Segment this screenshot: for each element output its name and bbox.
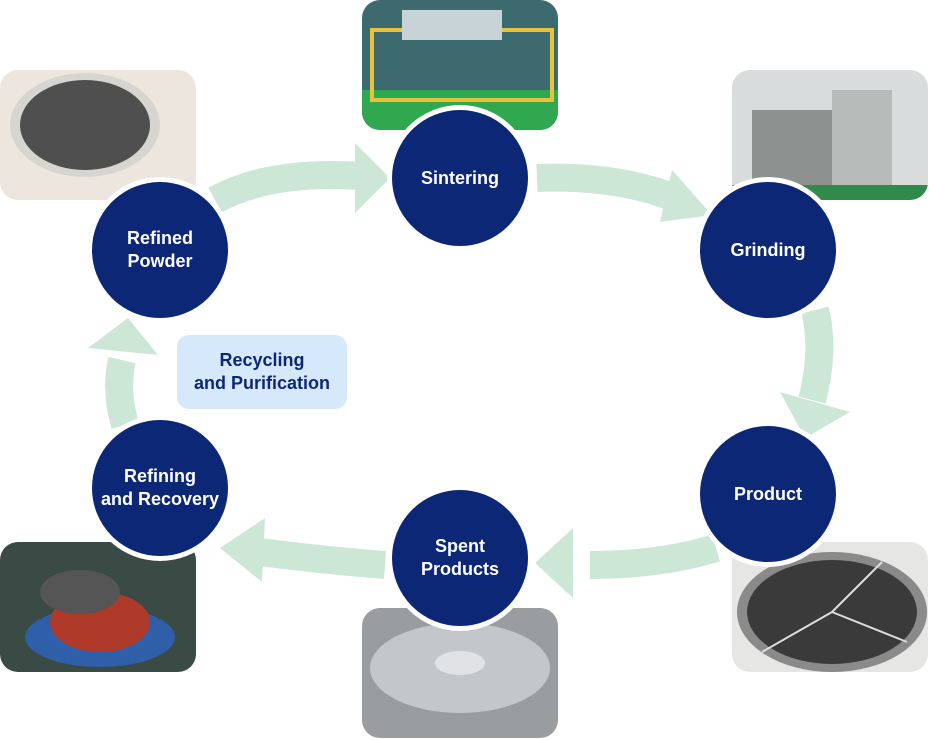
arrow-powder-to-sintering <box>208 161 361 213</box>
arrow-product-to-spent <box>589 534 721 579</box>
photo-product <box>732 542 928 672</box>
arrow-sintering-to-grinding <box>536 163 686 213</box>
step-product: Product <box>695 421 841 567</box>
arrow-grinding-to-product <box>798 306 834 404</box>
step-refining-and-recovery: Refining and Recovery <box>87 415 233 561</box>
arrow-refining-to-powder <box>105 356 139 429</box>
step-grinding: Grinding <box>695 177 841 323</box>
step-spent-products: Spent Products <box>387 485 533 631</box>
step-sintering: Sintering <box>387 105 533 251</box>
photo-refined-powder <box>0 70 196 200</box>
arrow-spent-to-refining <box>258 538 387 579</box>
center-label: Recycling and Purification <box>177 335 347 409</box>
photo-refining <box>0 542 196 672</box>
photo-spent-products <box>362 608 558 738</box>
step-refined-powder: Refined Powder <box>87 177 233 323</box>
